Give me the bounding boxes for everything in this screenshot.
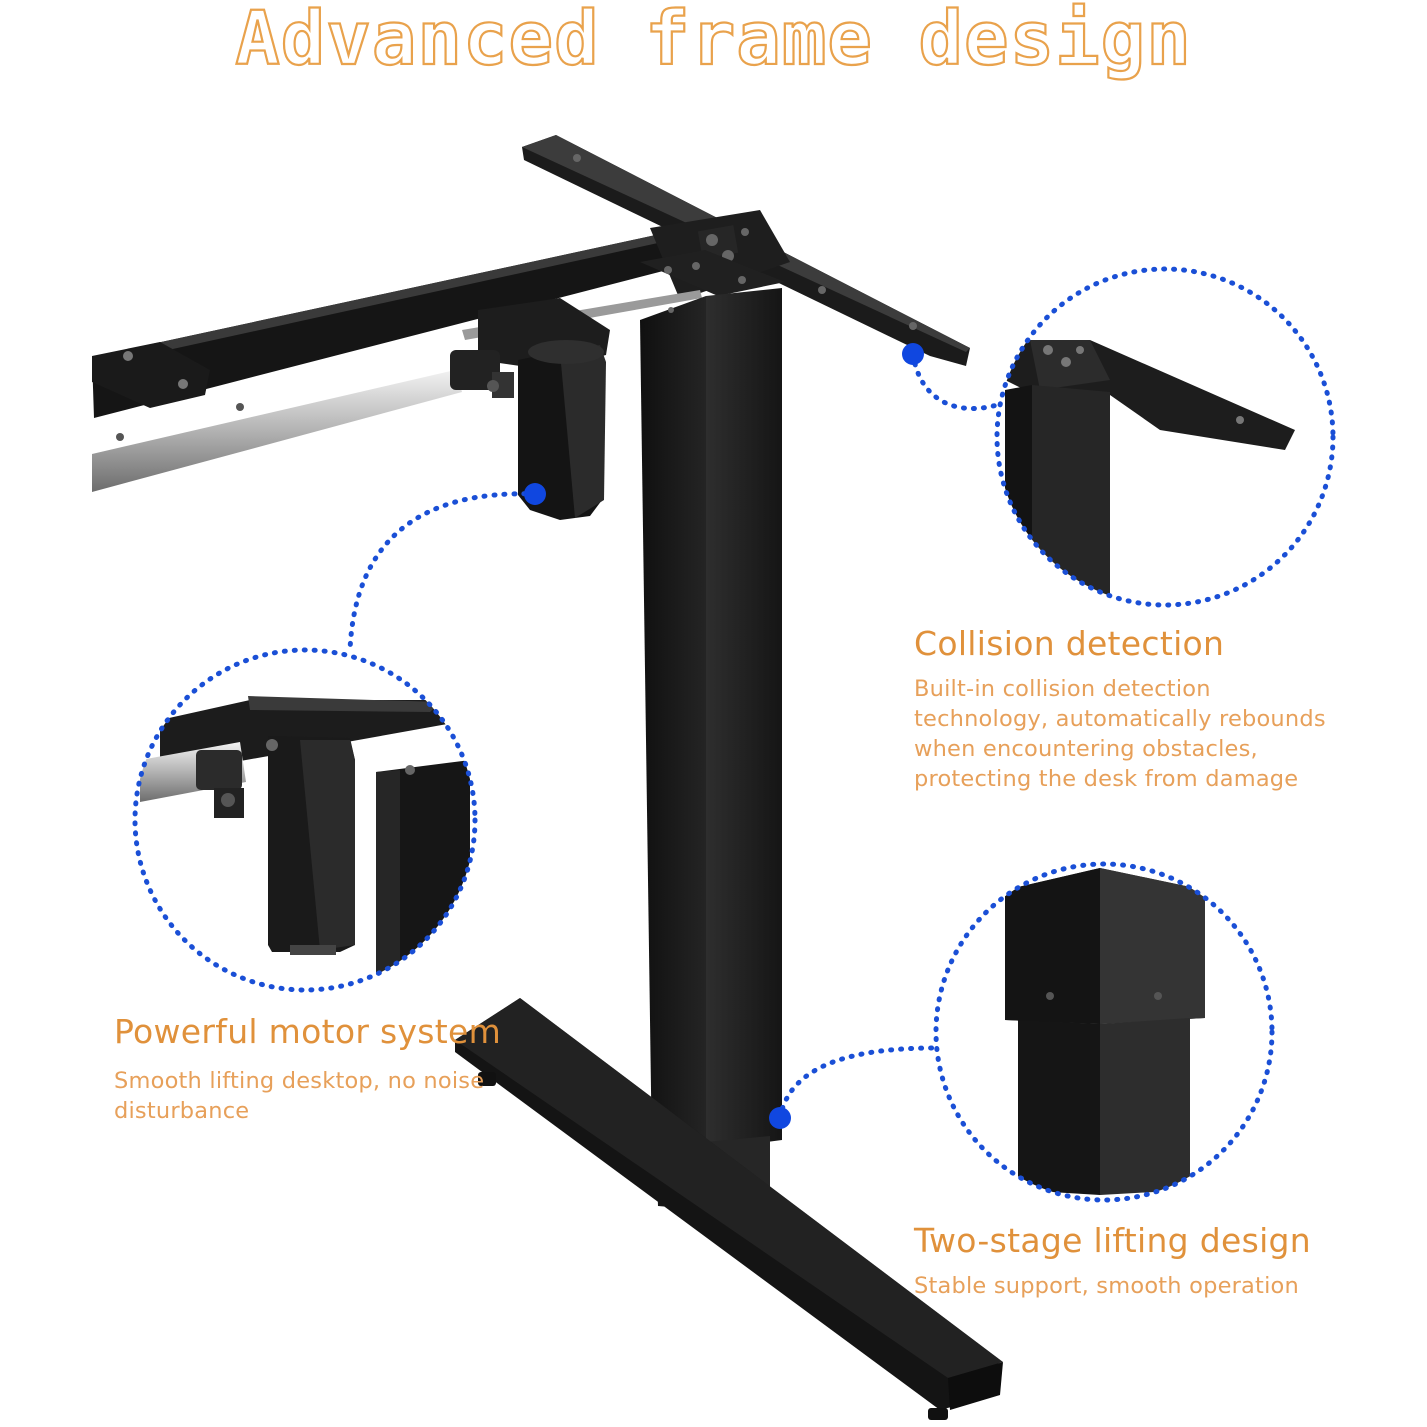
motor-system-title: Powerful motor system (114, 1012, 502, 1051)
description-line: technology, automatically rebounds (914, 706, 1326, 732)
motor-zoom (132, 483, 546, 993)
description-line: disturbance (114, 1098, 250, 1124)
two-stage-lifting-description: Stable support, smooth operation (914, 1271, 1299, 1301)
foot-base (455, 998, 1003, 1420)
collision-detection-title: Collision detection (914, 624, 1225, 663)
lifting-leg (640, 250, 785, 1210)
motor-system-description: Smooth lifting desktop, no noise disturb… (114, 1066, 484, 1126)
description-line: Stable support, smooth operation (914, 1273, 1299, 1299)
description-line: Smooth lifting desktop, no noise (114, 1068, 485, 1094)
collision-detection-description: Built-in collision detection technology,… (914, 674, 1326, 794)
lifting-zoom (769, 861, 1275, 1203)
description-line: Built-in collision detection (914, 676, 1211, 702)
description-line: protecting the desk from damage (914, 766, 1299, 792)
description-line: when encountering obstacles, (914, 736, 1258, 762)
page-title: Advanced frame design (234, 0, 1192, 82)
motor-unit (450, 298, 610, 520)
collision-zoom (902, 266, 1336, 608)
two-stage-lifting-title: Two-stage lifting design (914, 1221, 1311, 1260)
